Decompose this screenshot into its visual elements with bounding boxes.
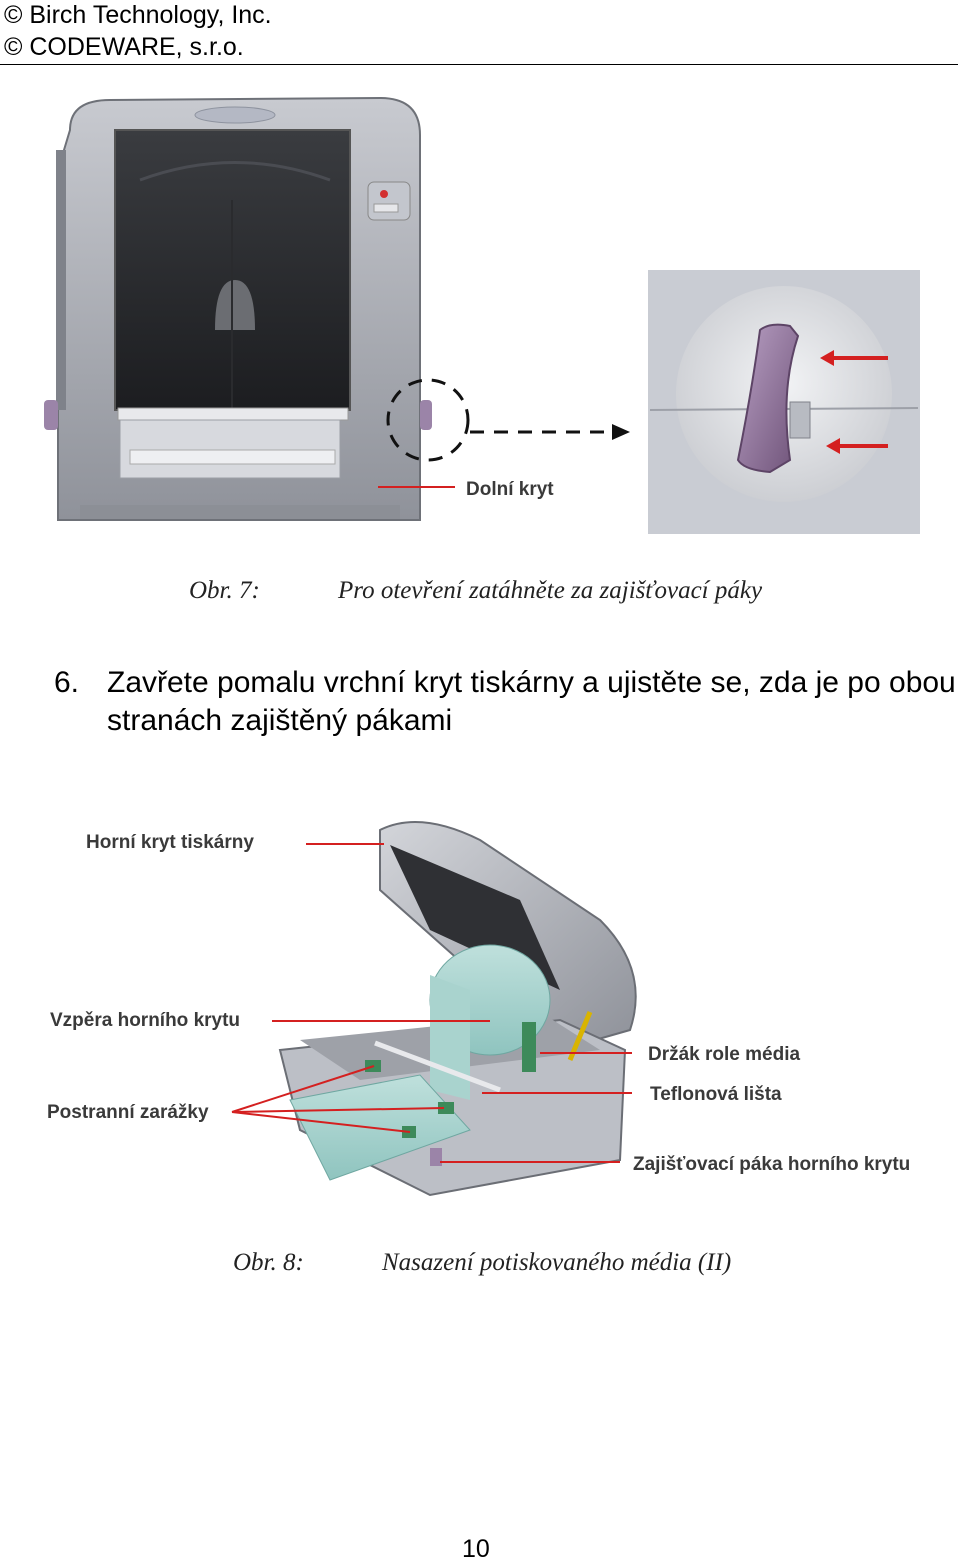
page-number: 10 [462,1535,490,1563]
figure2-caption-number: Obr. 8: [233,1249,304,1276]
header-rule [0,64,958,65]
label-top-cover: Horní kryt tiskárny [86,832,254,853]
figure-printer-closed: Dolní kryt [44,96,920,534]
figure1-caption-text: Pro otevření zatáhněte za zajišťovací pá… [338,577,763,604]
label-cover-strut: Vzpěra horního krytu [50,1010,240,1031]
step-number: 6. [54,666,80,699]
copyright-birch: © Birch Technology, Inc. [4,1,272,29]
copyright-codeware: © CODEWARE, s.r.o. [4,33,244,61]
label-side-stops: Postranní zarážky [47,1102,209,1123]
label-cover-lever: Zajišťovací páka horního krytu [633,1154,910,1175]
page-header: © Birch Technology, Inc. © CODEWARE, s.r… [0,0,960,66]
lever-detail-inset [648,270,920,534]
figure-printer-open: Horní kryt tiskárny Vzpěra horního krytu… [47,821,910,1197]
step-text: Zavřete pomalu vrchní kryt tiskárny a uj… [107,666,956,737]
callout-lines [231,843,632,1163]
figure2-caption-text: Nasazení potiskovaného média (II) [382,1249,732,1276]
label-lower-cover: Dolní kryt [466,479,554,500]
label-media-holder: Držák role média [648,1044,800,1065]
printer-closed-drawing [44,96,630,521]
label-teflon-bar: Teflonová lišta [650,1084,782,1105]
figure1-caption-number: Obr. 7: [189,577,260,604]
printer-open-drawing [278,821,637,1197]
